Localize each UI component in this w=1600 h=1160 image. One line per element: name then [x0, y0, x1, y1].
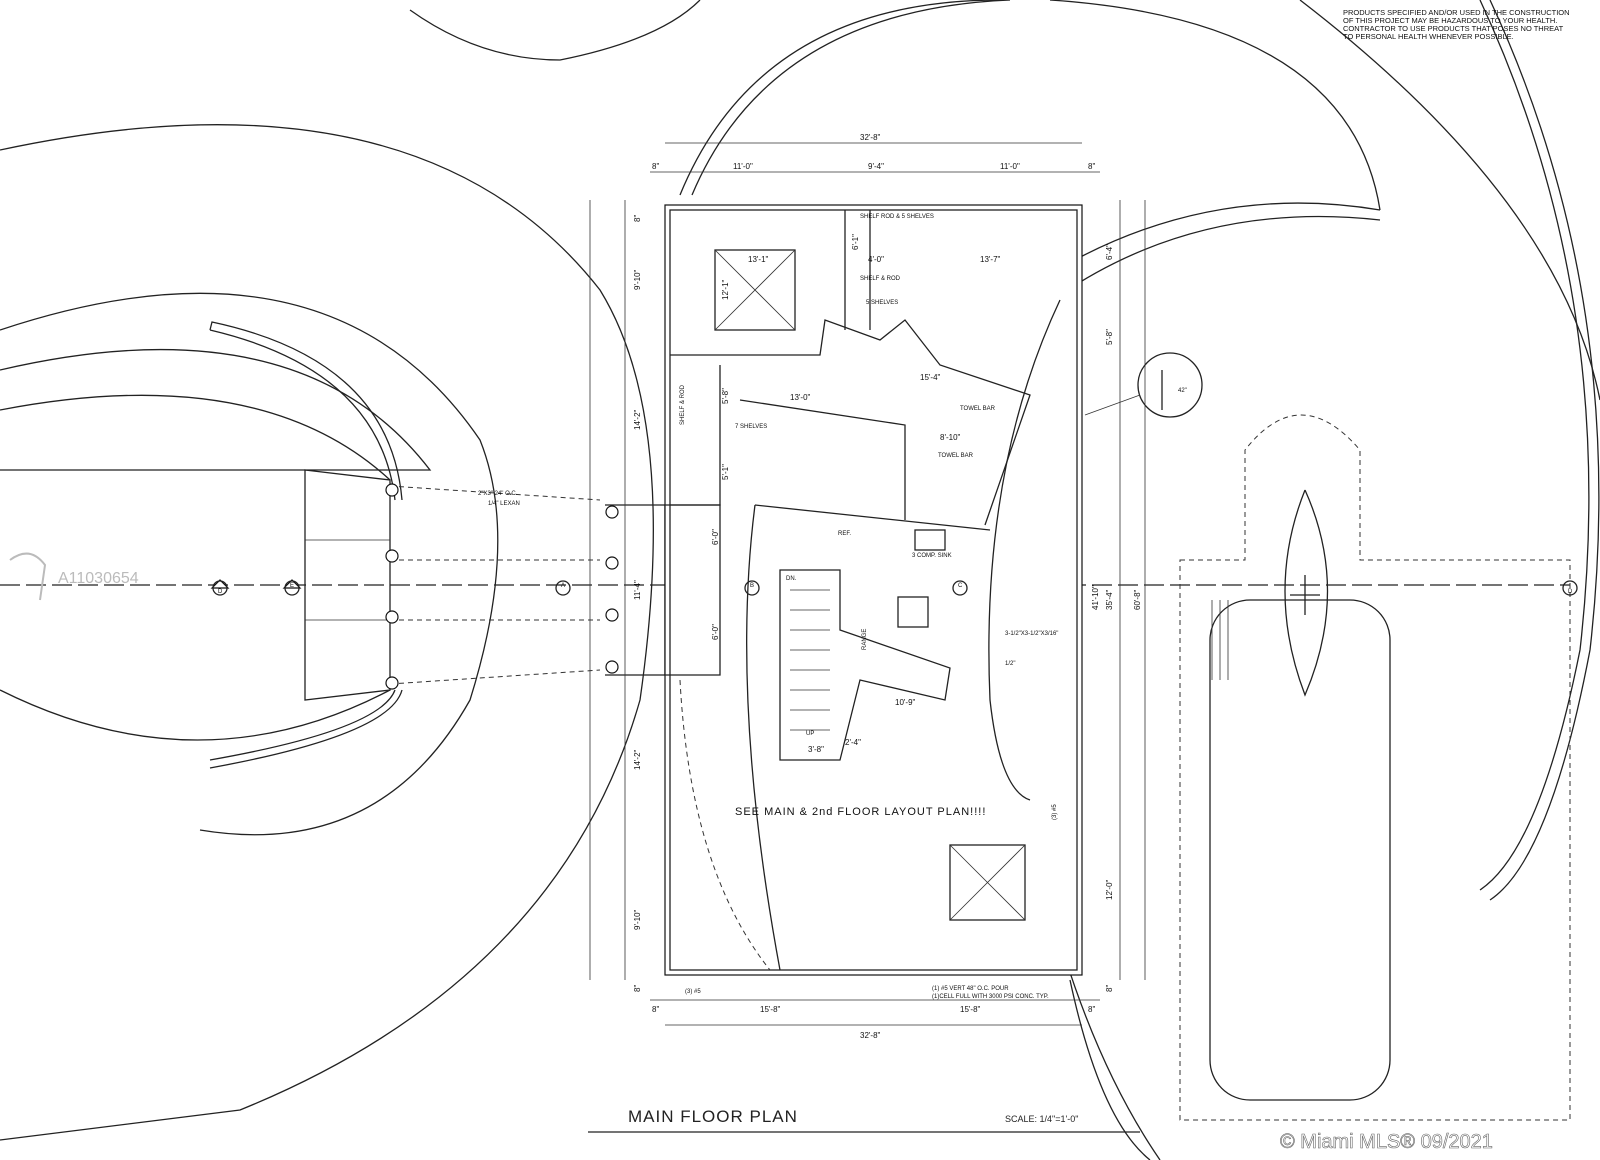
drawing-label: 5 SHELVES: [866, 300, 898, 306]
drawing-label: (1)CELL FULL WITH 3000 PSI CONC. TYP.: [932, 994, 1049, 1000]
drawing-label: 7 SHELVES: [735, 424, 767, 430]
drawing-label: B: [750, 583, 754, 589]
drawing-label: 13'-7": [980, 255, 1001, 264]
drawing-label: 11'-0": [733, 162, 753, 171]
drawing-label: 3-1/2"X3-1/2"X3/16": [1005, 631, 1058, 637]
building-walls: [664, 204, 1083, 976]
health-notes: PRODUCTS SPECIFIED AND/OR USED IN THE CO…: [1343, 8, 1570, 41]
railing-height-label: 42": [1178, 388, 1187, 394]
drawing-label: TOWEL BAR: [960, 406, 996, 412]
drawing-label: 5'-8": [721, 388, 730, 404]
drawing-label: 14'-2": [633, 409, 642, 430]
drawing-label: OF THIS PROJECT MAY BE HAZARDOUS TO YOUR…: [1343, 16, 1557, 25]
drawing-label: 15'-4": [920, 373, 941, 382]
drawing-label: 1/4" LEXAN: [488, 501, 520, 507]
drawing-label: 60'-8": [1133, 589, 1142, 610]
drawing-label: CONTRACTOR TO USE PRODUCTS THAT POSES NO…: [1343, 24, 1564, 33]
drawing-label: 3'-8": [808, 745, 824, 754]
drawing-label: 6'-4": [1105, 244, 1114, 260]
drawing-label: 41'-10": [1091, 585, 1100, 610]
drawing-label: TO PERSONAL HEALTH WHENEVER POSSIBLE.: [1343, 32, 1514, 41]
drawing-label: REF.: [838, 531, 851, 537]
drawing-label: SHELF ROD & 5 SHELVES: [860, 214, 934, 220]
drawing-label: (1) #5 VERT 48" O.C. POUR: [932, 986, 1009, 992]
drawing-label: 10'-9": [895, 698, 916, 707]
drawing-label: RANGE: [862, 629, 868, 650]
drawing-label: 8": [652, 162, 659, 171]
drawing-label: 11'-0": [1000, 162, 1020, 171]
drawing-label: 1/2": [1005, 661, 1015, 667]
drawing-label: 8": [652, 1005, 659, 1014]
drawing-label: 3 COMP. SINK: [912, 553, 952, 559]
drawing-label: 6'-0": [711, 624, 720, 640]
drawing-label: (3) #5: [1052, 804, 1058, 820]
drawing-label: 6'-1": [851, 234, 860, 250]
drawing-label: 13'-0": [790, 393, 811, 402]
bridge-posts: [385, 483, 619, 690]
drawing-label: 8": [1088, 1005, 1095, 1014]
mls-watermark: A11030654 © Miami MLS® 09/2021: [9, 552, 1493, 1153]
room-labels: 13'-1" 13'-7" 4'-0" 13'-0" 15'-4" 8'-10"…: [680, 214, 1001, 754]
drawing-label: 12'-1": [721, 279, 730, 300]
drawing-label: PRODUCTS SPECIFIED AND/OR USED IN THE CO…: [1343, 8, 1570, 17]
section-markers: D E A B C D: [210, 579, 1578, 596]
drawing-label: D: [1568, 589, 1573, 595]
drawing-label: 15'-8": [760, 1005, 781, 1014]
drawing-label: 8'-10": [940, 433, 961, 442]
drawing-label: 8": [633, 215, 642, 222]
railing-detail: 42": [1084, 352, 1203, 418]
drawing-label: 32'-8": [860, 1031, 881, 1040]
drawing-label: E: [290, 583, 294, 589]
drawing-label: TOWEL BAR: [938, 453, 974, 459]
drawing-label: 9'-10": [633, 269, 642, 290]
drawing-label: 12'-0": [1105, 879, 1114, 900]
callouts: 2"X3" 24" O.C. 1/4" LEXAN 3-1/2"X3-1/2"X…: [478, 491, 1058, 1000]
drawing-title: MAIN FLOOR PLAN: [628, 1107, 798, 1126]
listing-id: A11030654: [58, 570, 139, 587]
drawing-label: SHELF & ROD: [860, 276, 901, 282]
drawing-label: (3) #5: [685, 989, 701, 995]
drawing-label: 2"X3" 24" O.C.: [478, 491, 518, 497]
drawing-label: 8": [1088, 162, 1095, 171]
drawing-label: D: [218, 589, 223, 595]
drawing-label: 32'-8": [860, 133, 881, 142]
drawing-label: 5'-8": [1105, 329, 1114, 345]
drawing-label: 15'-8": [960, 1005, 981, 1014]
drawing-label: 5'-1": [721, 464, 730, 480]
title-block: MAIN FLOOR PLAN SCALE: 1/4"=1'-0": [588, 1107, 1140, 1133]
drawing-scale: SCALE: 1/4"=1'-0": [1005, 1114, 1078, 1124]
drawing-label: 9'-10": [633, 909, 642, 930]
drawing-label: 35'-4": [1105, 589, 1114, 610]
drawing-label: 9'-4": [868, 162, 884, 171]
drawing-label: 2'-4": [845, 738, 861, 747]
drawing-label: 8": [633, 985, 642, 992]
drawing-label: 8": [1105, 985, 1114, 992]
drawing-label: 6'-0": [711, 529, 720, 545]
drawing-label: C: [958, 583, 963, 589]
drawing-label: 4'-0": [868, 255, 884, 264]
drawing-label: 14'-2": [633, 749, 642, 770]
drawing-label: UP: [806, 731, 814, 737]
drawing-label: 13'-1": [748, 255, 769, 264]
drawing-label: SHELF & ROD: [680, 384, 686, 425]
dimension-lines: [589, 142, 1146, 1026]
pool: [1179, 414, 1571, 1121]
mls-logo-icon: [9, 552, 47, 601]
drawing-label: DN.: [786, 576, 797, 582]
layout-plan-note: SEE MAIN & 2nd FLOOR LAYOUT PLAN!!!!: [735, 806, 986, 818]
drawing-label: A: [561, 583, 565, 589]
copyright: © Miami MLS® 09/2021: [1280, 1131, 1493, 1153]
drawing-label: 11'-4": [633, 580, 642, 600]
